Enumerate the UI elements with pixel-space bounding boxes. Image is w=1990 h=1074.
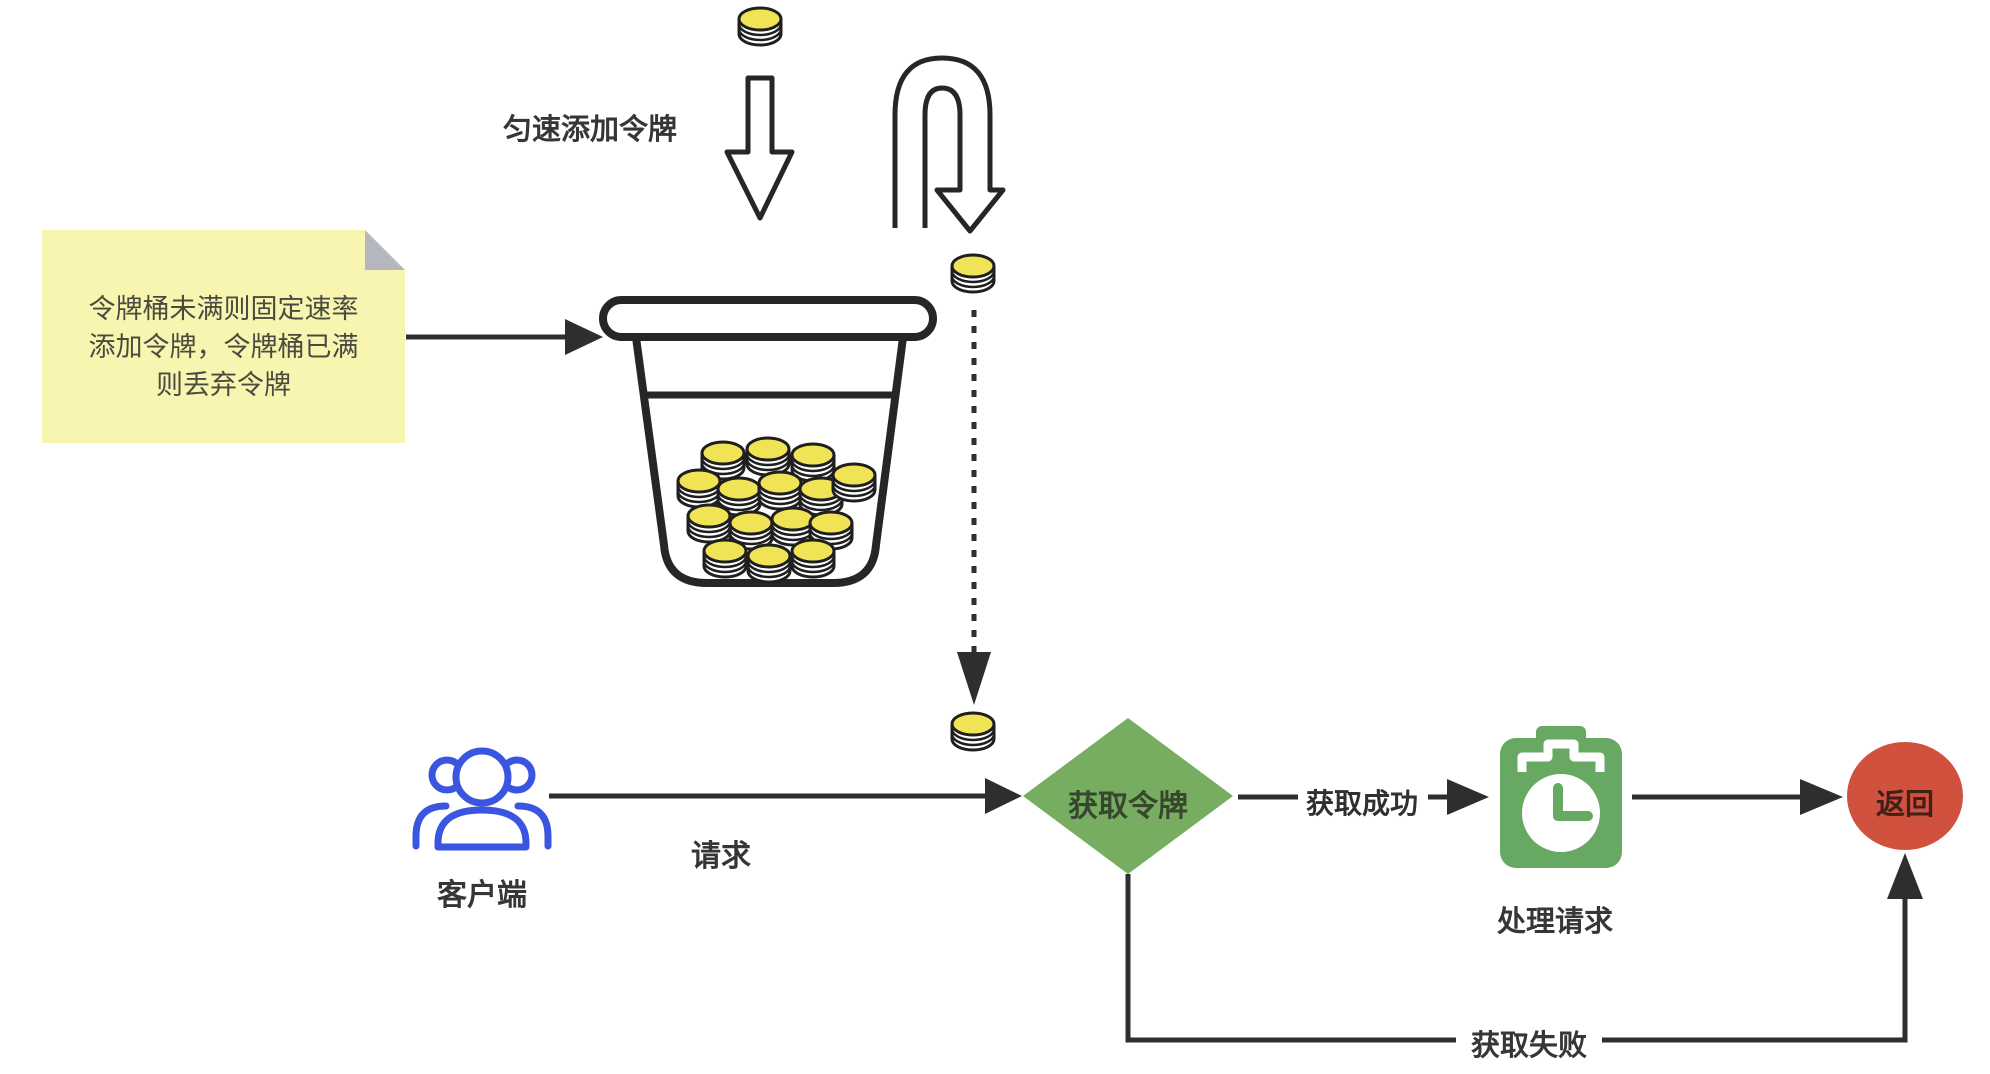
token-bucket-icon (599, 296, 937, 587)
coin-icon (790, 538, 836, 579)
client-label: 客户端 (437, 879, 527, 912)
fail-arrow-head (1887, 853, 1923, 899)
coin-icon (676, 468, 722, 509)
add-tokens-label: 匀速添加令牌 (502, 114, 677, 146)
success-arrow-head (1447, 779, 1489, 815)
coin-icon (757, 470, 803, 511)
request-arrow-head (985, 778, 1022, 814)
people-group-icon (412, 747, 552, 851)
sticky-note: 令牌桶未满则固定速率 添加令牌，令牌桶已满 则丢弃令牌 (42, 230, 405, 443)
request-label: 请求 (691, 840, 751, 873)
to-return-arrow-head (1800, 779, 1843, 815)
acquire-token-diamond (1023, 718, 1233, 874)
u-turn-arrow-icon (892, 55, 1006, 234)
note-arrow-head (565, 319, 603, 355)
return-circle (1847, 742, 1963, 850)
coin-icon (737, 6, 783, 47)
coin-icon (702, 538, 748, 579)
coin-icon (950, 253, 996, 294)
coin-icon (746, 543, 792, 584)
note-text-line: 则丢弃令牌 (156, 370, 291, 400)
clipboard-clock-icon (1500, 726, 1622, 868)
note-text-line: 添加令牌，令牌桶已满 (88, 332, 359, 362)
coin-icon (745, 436, 791, 477)
coin-icon (686, 503, 732, 544)
process-request-label: 处理请求 (1496, 906, 1613, 938)
acquire-fail-label: 获取失败 (1456, 1020, 1602, 1066)
note-text-line: 令牌桶未满则固定速率 (88, 294, 359, 324)
coin-icon (950, 711, 996, 752)
dashed-arrow-head (957, 652, 991, 705)
down-arrow-icon (724, 75, 795, 221)
coin-icon (831, 462, 877, 503)
acquire-token-label: 获取令牌 (1068, 790, 1188, 823)
coin-icon (790, 442, 836, 483)
acquire-success-label: 获取成功 (1305, 788, 1418, 819)
return-label: 返回 (1875, 789, 1934, 821)
